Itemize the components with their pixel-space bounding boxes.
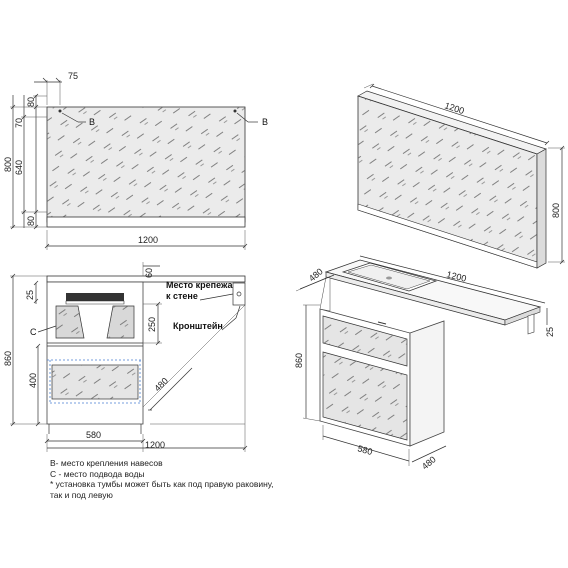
dim-1200-mirror-iso: 1200 — [443, 100, 465, 116]
cabinet-front-view: C Место крепежа к стене Кронштейн 60 25 … — [3, 262, 248, 452]
dim-480-front: 480 — [152, 376, 170, 394]
dim-60: 60 — [144, 268, 154, 278]
dim-400: 400 — [28, 373, 38, 388]
wall-mount-label-line1: Место крепежа — [166, 280, 233, 290]
dim-250: 250 — [147, 317, 157, 332]
label-b-left: B — [89, 117, 95, 127]
legend-notes: B- место крепления навесов С - место под… — [50, 458, 290, 500]
note-b: B- место крепления навесов — [50, 458, 163, 468]
label-c: C — [30, 327, 37, 337]
mount-point-b-left — [58, 109, 62, 113]
dim-80-top: 80 — [26, 97, 36, 107]
wall-mount-label-line2: к стене — [166, 291, 198, 301]
mirror-iso-view: 1200 800 — [357, 83, 565, 269]
dim-80-bottom: 80 — [26, 216, 36, 226]
cabinet-iso-view: 480 1200 25 860 580 480 — [294, 255, 555, 472]
dim-1200-front: 1200 — [138, 235, 158, 245]
bracket-label: Кронштейн — [173, 321, 223, 331]
dim-1200-cabinet: 1200 — [145, 440, 165, 450]
dim-1200-iso: 1200 — [446, 269, 468, 284]
dim-800-mirror-iso: 800 — [551, 203, 561, 218]
mirror-front-view: B B 75 800 70 640 80 80 — [3, 71, 268, 250]
dim-800-front: 800 — [3, 157, 13, 172]
note-install-1: * установка тумбы может быть как под пра… — [50, 479, 274, 489]
label-b-right: B — [262, 117, 268, 127]
dim-860-iso: 860 — [294, 353, 304, 368]
dim-480-iso-top: 480 — [307, 266, 325, 283]
dim-580-iso: 580 — [356, 443, 373, 457]
note-c: С - место подвода воды — [50, 468, 145, 479]
dim-640: 640 — [14, 160, 24, 175]
dim-70: 70 — [14, 118, 24, 128]
dim-25-iso: 25 — [545, 327, 555, 337]
dim-75: 75 — [68, 71, 78, 81]
note-install-2: так и под левую — [50, 489, 113, 500]
dim-860-front: 860 — [3, 351, 13, 366]
mount-point-b-right — [233, 109, 237, 113]
dim-580-front: 580 — [86, 430, 101, 440]
dim-25-front: 25 — [25, 290, 35, 300]
